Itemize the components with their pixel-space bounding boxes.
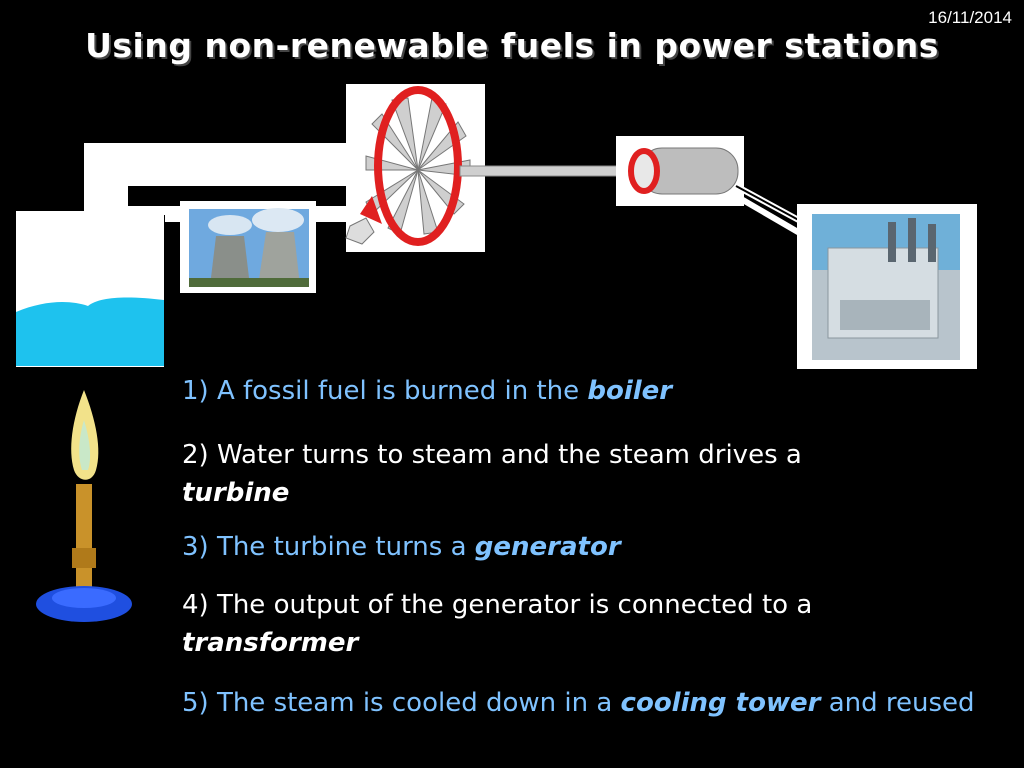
- bunsen-burner-icon: [36, 390, 132, 622]
- slide-title: Using non-renewable fuels in power stati…: [85, 26, 939, 65]
- step-1: 1) A fossil fuel is burned in the boiler: [182, 376, 673, 406]
- step-5: 5) The steam is cooled down in a cooling…: [182, 688, 975, 718]
- cooling-tower-image: [180, 201, 316, 293]
- step-3: 3) The turbine turns a generator: [182, 532, 621, 562]
- step-4: 4) The output of the generator is connec…: [182, 590, 813, 658]
- step-2: 2) Water turns to steam and the steam dr…: [182, 440, 802, 508]
- boiler-tank-icon: [16, 211, 164, 367]
- slide-date: 16/11/2014: [928, 8, 1012, 27]
- generator-icon: [616, 136, 744, 206]
- transformer-image: [797, 204, 977, 369]
